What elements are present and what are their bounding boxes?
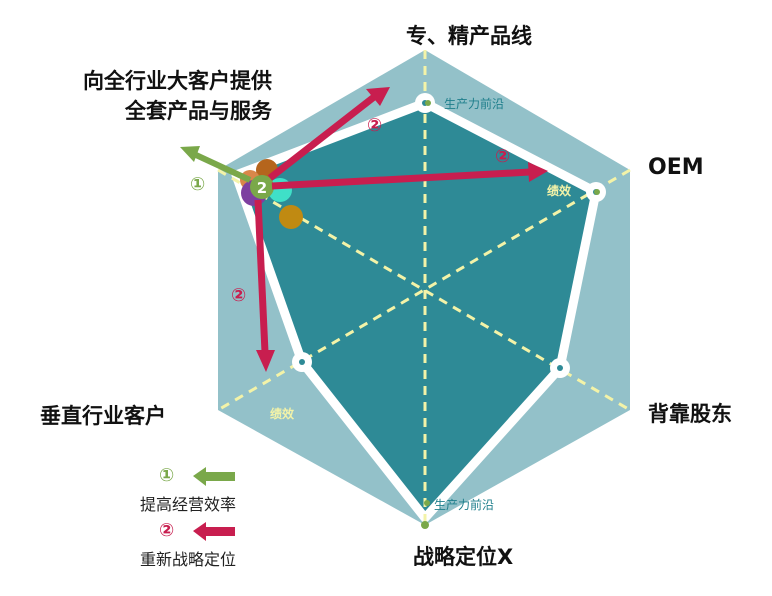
marker-two-up: ② — [367, 115, 383, 136]
frontier-dot-top — [425, 100, 431, 106]
legend-green-arrow — [193, 467, 235, 486]
marker-two-right: ② — [495, 146, 511, 167]
efficiency-label-left: 绩效 — [270, 407, 295, 421]
frontier-dot-bottom — [424, 500, 430, 506]
cluster-marker-two: 2 — [257, 179, 267, 197]
red-arrow-right — [271, 168, 531, 190]
axis-label-top-left-line1: 向全行业大客户提供 — [83, 69, 272, 93]
red-arrow-up-head — [366, 87, 390, 106]
red-arrow-up — [267, 94, 377, 181]
legend-red-arrow — [193, 522, 235, 541]
frontier-label-bottom: 生产力前沿 — [434, 498, 495, 512]
red-arrow-down — [254, 199, 269, 353]
red-arrow-right-head — [528, 162, 548, 182]
frontier-label-top: 生产力前沿 — [444, 97, 505, 111]
axis-label-left-bottom: 垂直行业客户 — [40, 404, 166, 428]
marker-one-green: ① — [190, 174, 206, 195]
efficiency-label-right: 绩效 — [547, 184, 572, 198]
axis-label-top-left: 向全行业大客户提供 全套产品与服务 — [28, 66, 272, 126]
green-arrow-head — [180, 146, 200, 162]
red-arrow-down-head — [256, 350, 275, 372]
legend-marker-two: ② — [159, 520, 175, 541]
marker-two-down: ② — [231, 285, 247, 306]
frontier-nodes — [292, 93, 606, 529]
legend-marker-one: ① — [159, 465, 175, 486]
legend-label-two: 重新战略定位 — [140, 550, 237, 569]
frontier-dot-right — [594, 189, 600, 195]
axis-label-right-bottom: 背靠股东 — [648, 402, 732, 426]
axis-label-top-left-line2: 全套产品与服务 — [125, 99, 272, 123]
green-efficiency-arrow — [194, 152, 252, 183]
axis-label-bottom: 战略定位X — [413, 545, 514, 569]
axis-label-top: 专、精产品线 — [406, 24, 532, 48]
legend-label-one: 提高经营效率 — [140, 495, 237, 514]
axis-label-right-top: OEM — [648, 155, 704, 180]
